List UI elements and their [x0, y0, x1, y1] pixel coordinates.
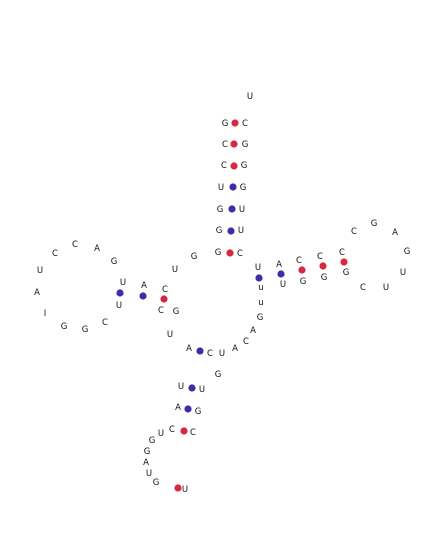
nucleotide-label: U — [255, 263, 261, 273]
base-pair-dot — [188, 384, 196, 392]
nucleotide-label: C — [339, 248, 345, 258]
base-pair-dot — [230, 140, 238, 148]
nucleotide-label: G — [215, 248, 222, 258]
base-pair-dot — [184, 405, 192, 413]
nucleotide-label: A — [94, 244, 100, 254]
nucleotide-label: G — [321, 273, 328, 283]
nucleotide-label: U — [238, 226, 244, 236]
nucleotide-label: C — [102, 318, 108, 328]
nucleotide-label: G — [173, 307, 180, 317]
nucleotide-label: C — [52, 249, 58, 259]
nucleotide-label: U — [167, 330, 173, 340]
nucleotide-label: G — [144, 447, 151, 457]
nucleotide-label: A — [276, 260, 282, 270]
nucleotide-label: A — [392, 228, 398, 238]
nucleotide-label: G — [222, 119, 229, 129]
base-pair-dot — [230, 162, 238, 170]
nucleotide-label: U — [219, 349, 225, 359]
nucleotide-label: U — [116, 301, 122, 311]
base-pair-markers — [116, 119, 348, 492]
nucleotide-label: C — [158, 306, 164, 316]
nucleotide-label: C — [207, 349, 213, 359]
base-pair-dot — [298, 266, 306, 274]
nucleotide-label: U — [158, 429, 164, 439]
nucleotide-label: U — [120, 278, 126, 288]
nucleotide-label: U — [383, 283, 389, 293]
nucleotide-label: G — [82, 325, 89, 335]
nucleotide-label: U — [400, 268, 406, 278]
nucleotide-label: G — [195, 407, 202, 417]
base-pair-dot — [196, 347, 204, 355]
nucleotide-label: U — [239, 205, 245, 215]
nucleotide-label: C — [222, 140, 228, 150]
nucleotide-label: A — [250, 326, 256, 336]
nucleotide-label: G — [343, 268, 350, 278]
nucleotide-label: U — [182, 485, 188, 495]
nucleotide-label: U — [178, 382, 184, 392]
nucleotide-label: G — [217, 205, 224, 215]
base-pair-dot — [255, 274, 263, 282]
nucleotide-label: G — [153, 478, 160, 488]
nucleotide-label: G — [111, 257, 118, 267]
nucleotide-label: G — [191, 252, 198, 262]
nucleotide-label: G — [149, 436, 156, 446]
nucleotide-label: C — [351, 227, 357, 237]
base-pair-dot — [340, 258, 348, 266]
nucleotide-label: G — [300, 277, 307, 287]
nucleotide-label: A — [141, 281, 147, 291]
nucleotide-label: C — [296, 256, 302, 266]
nucleotide-label: A — [143, 458, 149, 468]
nucleotide-label: U — [247, 92, 253, 102]
base-pair-dot — [231, 119, 239, 127]
nucleotide-label: G — [257, 313, 264, 323]
nucleotide-label: C — [169, 425, 175, 435]
nucleotide-label: C — [221, 161, 227, 171]
nucleotide-label: C — [317, 252, 323, 262]
nucleotide-label: A — [232, 344, 238, 354]
base-pair-dot — [139, 292, 147, 300]
nucleotide-label: G — [215, 370, 222, 380]
nucleotide-label: U — [280, 280, 286, 290]
nucleotide-label: u — [258, 298, 263, 308]
nucleotide-label: C — [162, 285, 168, 295]
nucleotide-label: C — [242, 119, 248, 129]
nucleotide-label: G — [241, 161, 248, 171]
nucleotide-label: A — [186, 344, 192, 354]
nucleotide-label: C — [360, 283, 366, 293]
nucleotide-label: C — [72, 240, 78, 250]
base-pair-dot — [174, 484, 182, 492]
nucleotide-label: I — [44, 309, 47, 319]
nucleotide-label: G — [61, 322, 68, 332]
nucleotide-label: A — [34, 288, 40, 298]
nucleotide-label: G — [242, 140, 249, 150]
base-pair-dot — [116, 289, 124, 297]
nucleotide-label: U — [172, 265, 178, 275]
base-pair-dot — [227, 227, 235, 235]
base-pair-dot — [226, 249, 234, 257]
nucleotide-label: G — [404, 247, 411, 257]
base-pair-dot — [180, 427, 188, 435]
nucleotide-label: C — [237, 249, 243, 259]
nucleotide-label: U — [218, 183, 224, 193]
nucleotide-label: G — [216, 226, 223, 236]
base-pair-dot — [229, 183, 237, 191]
nucleotide-label: U — [199, 385, 205, 395]
nucleotide-label: A — [175, 403, 181, 413]
base-pair-dot — [319, 262, 327, 270]
nucleotide-label: C — [190, 428, 196, 438]
nucleotide-label: C — [243, 337, 249, 347]
base-pair-dot — [160, 295, 168, 303]
nucleotide-label: U — [146, 469, 152, 479]
nucleotide-label: G — [240, 183, 247, 193]
base-pair-dot — [277, 270, 285, 278]
nucleotide-label: G — [371, 219, 378, 229]
nucleotide-label: U — [37, 266, 43, 276]
base-pair-dot — [228, 205, 236, 213]
nucleotide-label: u — [258, 283, 263, 293]
